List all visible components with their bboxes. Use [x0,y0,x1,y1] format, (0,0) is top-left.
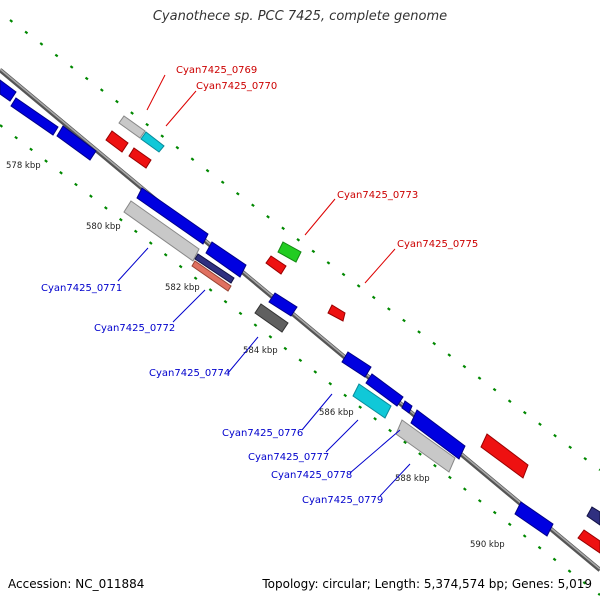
gene-label[interactable]: Cyan7425_0769 [176,65,257,76]
gene-0775[interactable] [327,304,346,322]
backbone-line-light [0,68,600,570]
kbp-markers: 578 kbp 580 kbp 582 kbp 584 kbp 586 kbp … [6,161,505,550]
gene-label[interactable]: Cyan7425_0771 [41,283,122,294]
topology-text: Topology: circular; Length: 5,374,574 bp… [262,577,592,591]
gene-0770[interactable] [140,131,165,153]
gene-blue-a[interactable] [0,79,17,102]
gene-blue-f[interactable] [341,351,372,378]
gene-red-a[interactable] [105,130,129,153]
leader-0772 [172,289,206,323]
reverse-genes [0,79,600,554]
gene-label[interactable]: Cyan7425_0773 [337,190,418,201]
leader-0774 [227,336,259,374]
gene-label[interactable]: Cyan7425_0777 [248,452,329,463]
leader-0773 [304,198,336,236]
reverse-gene-labels: Cyan7425_0771 Cyan7425_0772 Cyan7425_077… [41,283,383,506]
gene-0776[interactable] [352,383,392,419]
kbp-label: 584 kbp [243,346,278,356]
kbp-label: 580 kbp [86,222,121,232]
gene-navy-edge[interactable] [586,506,600,526]
gene-label[interactable]: Cyan7425_0776 [222,428,303,439]
kbp-label: 590 kbp [470,540,505,550]
leader-lines [117,74,411,497]
gene-red-edge[interactable] [577,529,600,554]
dotted-track-lines [0,19,600,596]
gene-label[interactable]: Cyan7425_0770 [196,81,277,92]
kbp-label: 586 kbp [319,408,354,418]
gene-0773[interactable] [277,241,302,263]
gene-label[interactable]: Cyan7425_0779 [302,495,383,506]
gene-0769[interactable] [118,115,146,139]
gene-red-b[interactable] [128,147,152,169]
gene-label[interactable]: Cyan7425_0772 [94,323,175,334]
gene-blue-e[interactable] [268,292,298,317]
leader-0769 [146,74,166,111]
gene-blue-b[interactable] [10,97,59,136]
kbp-label: 578 kbp [6,161,41,171]
gene-blue-d[interactable] [205,241,247,278]
outer-track-line [9,19,600,471]
gene-blue-i[interactable] [514,501,554,537]
gene-0771[interactable] [123,200,200,262]
leader-0778 [349,429,401,474]
gene-red-right[interactable] [480,433,529,479]
leader-0770 [165,90,197,127]
gene-blue-g[interactable] [365,373,404,407]
gene-label[interactable]: Cyan7425_0775 [397,239,478,250]
gene-blue-long[interactable] [136,187,209,245]
gene-0772-salmon[interactable] [191,260,232,292]
accession-text: Accession: NC_011884 [8,577,145,591]
leader-0775 [364,248,396,284]
gene-red-c[interactable] [265,255,287,275]
leader-0776 [301,393,333,431]
gene-label[interactable]: Cyan7425_0778 [271,470,352,481]
gene-blue-tiny[interactable] [401,400,413,414]
forward-gene-labels: Cyan7425_0769 Cyan7425_0770 Cyan7425_077… [176,65,478,250]
gene-0778[interactable] [395,419,456,473]
leader-0777 [325,419,359,453]
gene-blue-h[interactable] [410,409,466,460]
kbp-label: 588 kbp [395,474,430,484]
gene-0774[interactable] [254,303,289,333]
gene-label[interactable]: Cyan7425_0774 [149,368,230,379]
leader-0779 [379,463,411,497]
gene-blue-c[interactable] [56,125,97,161]
kbp-label: 582 kbp [165,283,200,293]
map-title: Cyanothece sp. PCC 7425, complete genome [152,9,448,24]
leader-0771 [117,247,149,282]
forward-genes [118,115,529,479]
inner-track-line [0,124,600,596]
gene-0772-navy[interactable] [194,253,235,284]
backbone [0,68,600,572]
